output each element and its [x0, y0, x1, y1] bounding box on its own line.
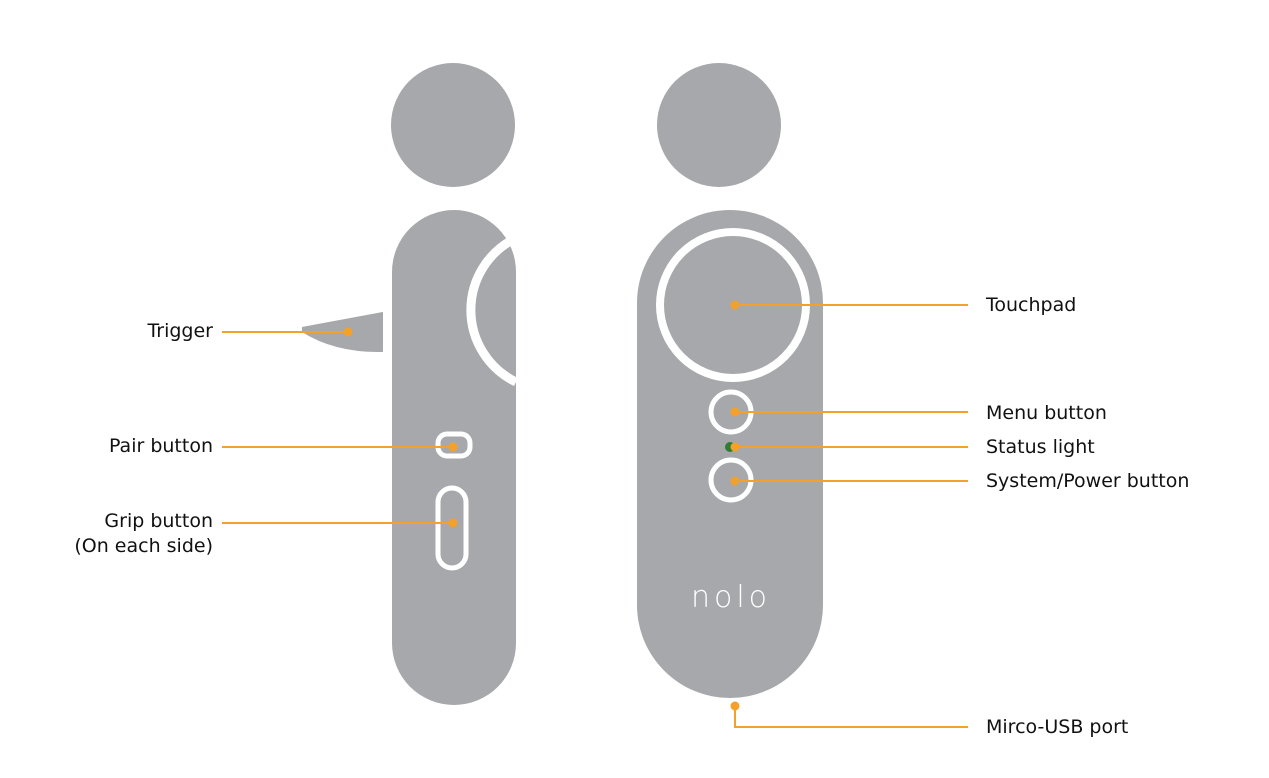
- grip-button-label: Grip button (On each side): [74, 509, 213, 559]
- front-view-handle: [637, 210, 823, 698]
- front-view-tracking-sphere: [657, 63, 781, 187]
- menu-button-label: Menu button: [986, 402, 1107, 424]
- grip-button-label-line1: Grip button: [104, 510, 213, 532]
- pair-button-label: Pair button: [108, 435, 213, 457]
- grip-button-dot: [448, 518, 458, 528]
- front-view-controller: nolo: [637, 63, 823, 698]
- trigger-label: Trigger: [147, 320, 213, 342]
- system-power-button-label: System/Power button: [986, 470, 1190, 492]
- side-view-touchpad-edge: [466, 233, 518, 387]
- grip-button-outline: [435, 485, 469, 571]
- grip-button-label-line2: (On each side): [74, 535, 213, 557]
- leader-dots: [343, 300, 740, 711]
- touchpad-label: Touchpad: [986, 294, 1077, 316]
- touchpad-dot: [730, 300, 740, 310]
- menu-button-dot: [730, 407, 740, 417]
- status-light-dot: [730, 442, 740, 452]
- micro-usb-port-leader: [734, 706, 968, 728]
- micro-usb-port-dot: [730, 701, 740, 711]
- side-view-tracking-sphere: [391, 63, 515, 187]
- system-power-button-dot: [730, 476, 740, 486]
- micro-usb-port-label: Mirco-USB port: [986, 716, 1129, 738]
- status-light-label: Status light: [986, 436, 1095, 458]
- brand-logo: nolo: [691, 580, 771, 615]
- leader-lines: [222, 304, 968, 728]
- side-view-controller: [302, 63, 518, 705]
- pair-button-outline: [435, 431, 473, 459]
- trigger-dot: [343, 327, 353, 337]
- pair-button-dot: [448, 442, 458, 452]
